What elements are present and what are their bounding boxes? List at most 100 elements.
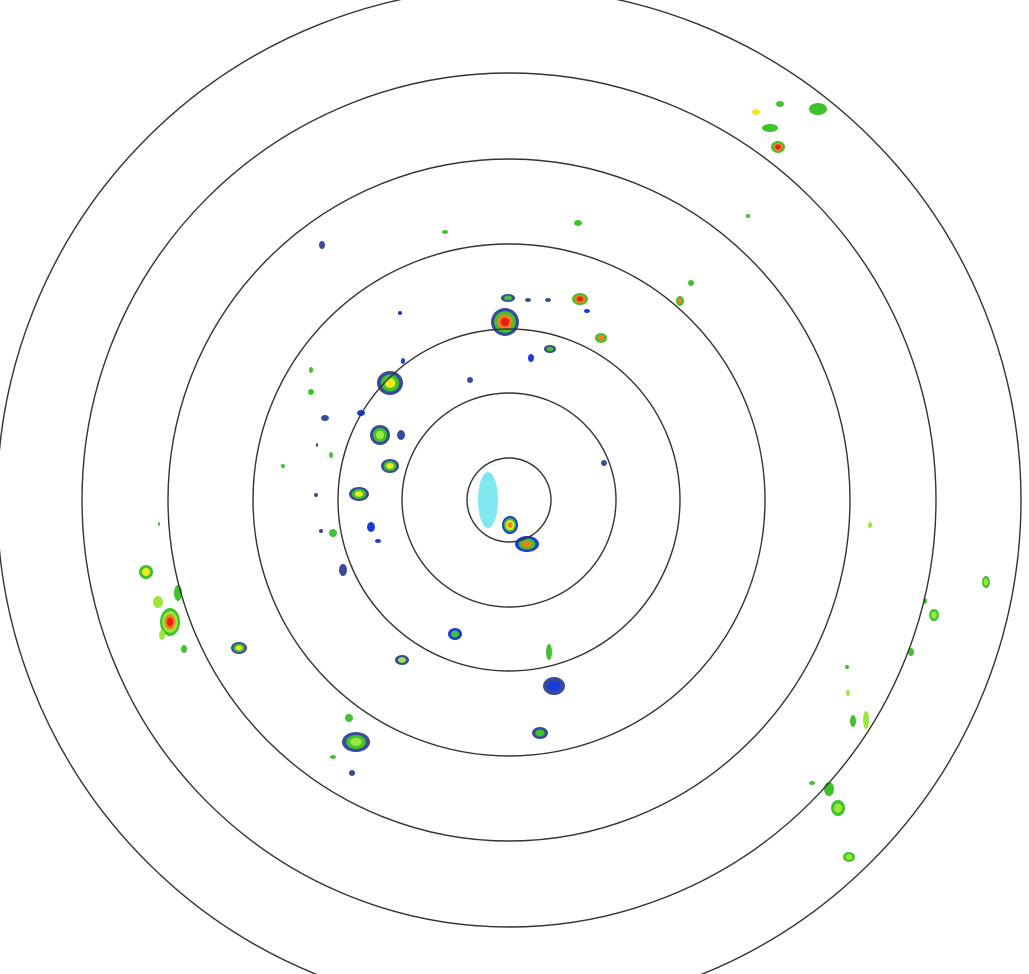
echo-cell [159,630,165,640]
echo-green [345,714,353,722]
echo-dark-blue [349,770,355,776]
echo-blue [367,522,375,532]
echo-cell [467,377,473,383]
echo-light-cyan [478,472,498,528]
precipitation-echoes [139,101,990,862]
echo-cell [314,493,318,497]
echo-cell [543,677,565,695]
echo-red [775,144,781,150]
echo-cell [544,345,556,353]
echo-yellow [752,109,760,115]
echo-cell [572,293,588,305]
echo-blue [584,309,590,313]
echo-green [281,464,285,468]
echo-orange [677,298,683,304]
echo-cell [491,308,519,336]
echo-yellow [141,567,151,577]
echo-cell [831,800,845,816]
echo-cell [824,782,834,796]
echo-green [762,124,778,132]
echo-cell [160,608,180,636]
echo-cell [776,101,784,107]
echo-cell [319,241,325,249]
echo-light-green [375,430,385,440]
echo-light-green [931,611,937,619]
echo-green [308,389,314,395]
echo-cell [381,459,399,473]
echo-light-green [350,737,362,747]
echo-cell [846,690,850,696]
range-ring-2 [401,392,617,608]
echo-light-green [863,711,869,729]
echo-cell [375,539,381,543]
range-ring-6 [81,72,937,928]
echo-cell [316,443,318,447]
echo-dark-blue [316,443,318,447]
echo-cell [982,576,990,588]
echo-cell [843,852,855,862]
echo-dark-blue [319,529,323,533]
echo-cell [863,711,869,729]
range-ring-5 [167,158,851,842]
echo-green [329,452,333,458]
echo-cell [139,565,153,579]
echo-green [776,101,784,107]
echo-cell [158,522,160,526]
echo-cell [442,230,448,234]
echo-cell [809,781,815,785]
echo-cell [370,425,390,445]
echo-cell [845,665,849,669]
echo-green [442,230,448,234]
echo-cell [398,311,402,315]
echo-cell [319,529,323,533]
echo-cell [308,389,314,395]
echo-green [546,644,552,660]
range-ring-1 [466,457,552,543]
echo-cell [688,280,694,286]
echo-cell [181,645,187,653]
echo-green [330,755,336,759]
echo-dark-blue [321,415,329,421]
echo-dark-blue [319,241,325,249]
echo-cell [501,294,515,302]
echo-green [574,220,582,226]
echo-cell [345,714,353,722]
echo-cell [502,516,518,534]
echo-red [500,317,510,327]
echo-cell [545,298,551,302]
echo-cell [676,296,684,306]
echo-cell [752,109,760,115]
echo-cell [339,564,347,576]
echo-green [850,715,856,727]
echo-cell [868,522,872,528]
echo-cell [528,354,534,362]
echo-yellow [235,645,243,651]
echo-green [688,280,694,286]
echo-cell [231,642,247,654]
echo-cell [771,141,785,153]
echo-green [329,529,337,537]
echo-cell [367,522,375,532]
echo-light-green [845,854,853,860]
echo-cell [448,628,462,640]
echo-cell [850,715,856,727]
echo-light-green [868,522,872,528]
echo-red [576,296,584,302]
echo-dark-blue [397,430,405,440]
echo-cell [746,214,750,218]
echo-dark-blue [525,298,531,302]
echo-cell [929,609,939,621]
echo-green [535,729,545,737]
echo-cell [329,529,337,537]
echo-cell [342,732,370,752]
echo-cell [574,220,582,226]
echo-blue [547,680,561,692]
echo-cell [349,487,369,501]
echo-green [809,103,827,115]
echo-red [166,617,174,627]
echo-cell [546,644,552,660]
echo-cell [395,655,409,665]
echo-yellow [354,491,364,497]
echo-green [546,346,554,352]
